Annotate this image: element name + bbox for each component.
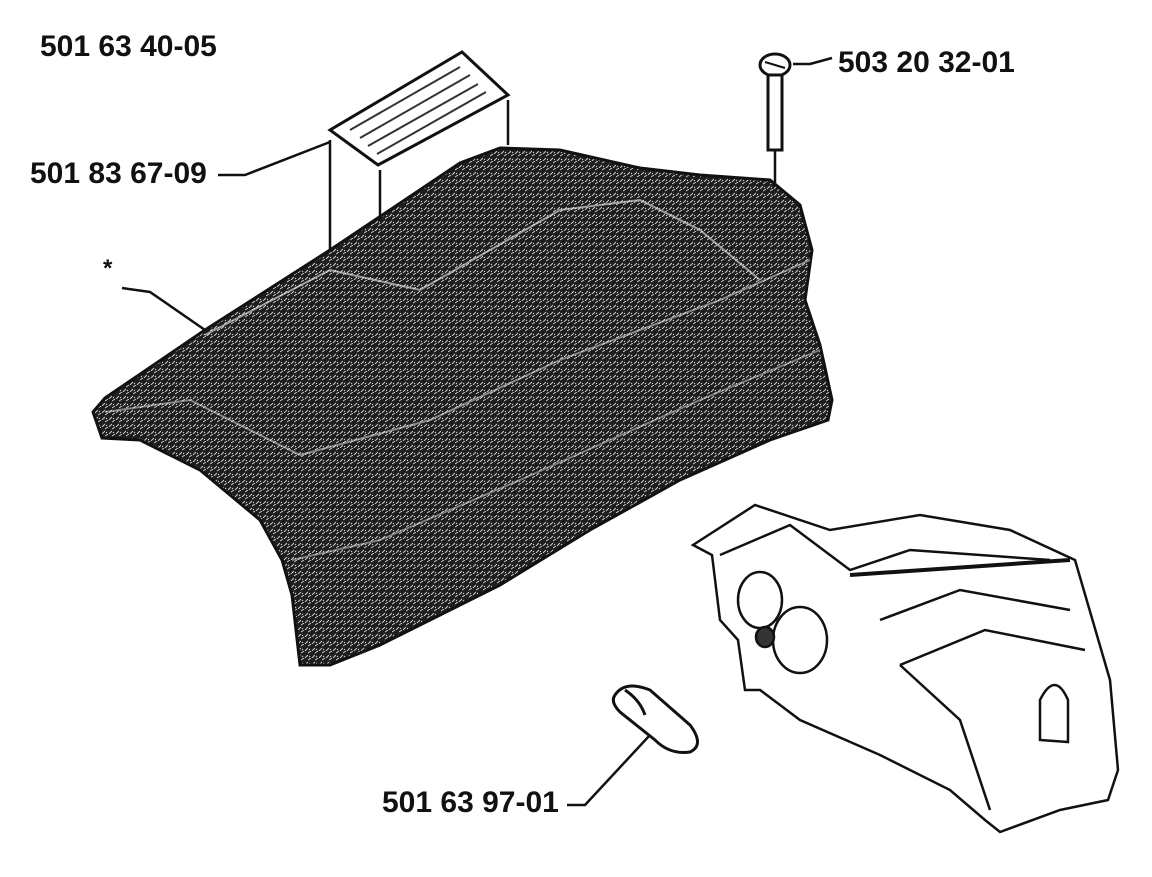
leader-decal (218, 140, 331, 177)
decal-plate (327, 50, 511, 167)
screw (758, 52, 792, 185)
housing-port-small (754, 625, 776, 649)
housing-lower-edge (899, 664, 992, 811)
housing-arch (1038, 683, 1070, 744)
lower-housing (690, 503, 1120, 834)
housing-slope (899, 628, 1086, 667)
decal-text-lines (349, 66, 487, 155)
plug (611, 684, 699, 754)
housing-ridge (719, 523, 1051, 572)
leader-plug (567, 734, 651, 807)
housing-port-medium (771, 605, 829, 675)
housing-port-large (736, 570, 784, 630)
plug-cap (611, 684, 699, 754)
decal-part-number: 501 83 67-09 (30, 157, 207, 190)
top-cover-front-fold (291, 349, 821, 561)
leader-lines (121, 56, 833, 807)
cover-asterisk-label: * (103, 255, 113, 282)
top-cover (91, 146, 834, 667)
housing-step (879, 588, 1071, 622)
assembly-part-number: 501 63 40-05 (40, 30, 217, 63)
decal (327, 50, 511, 250)
leader-screw (793, 56, 833, 66)
plug-part-number: 501 63 97-01 (382, 786, 559, 819)
housing-top-line (849, 558, 1071, 577)
top-cover-ridge (204, 198, 761, 336)
leader-star (121, 286, 206, 332)
screw-part-number: 503 20 32-01 (838, 46, 1015, 79)
top-cover-body (91, 146, 834, 667)
top-cover-edge (104, 259, 811, 457)
screw-shank (766, 73, 784, 152)
